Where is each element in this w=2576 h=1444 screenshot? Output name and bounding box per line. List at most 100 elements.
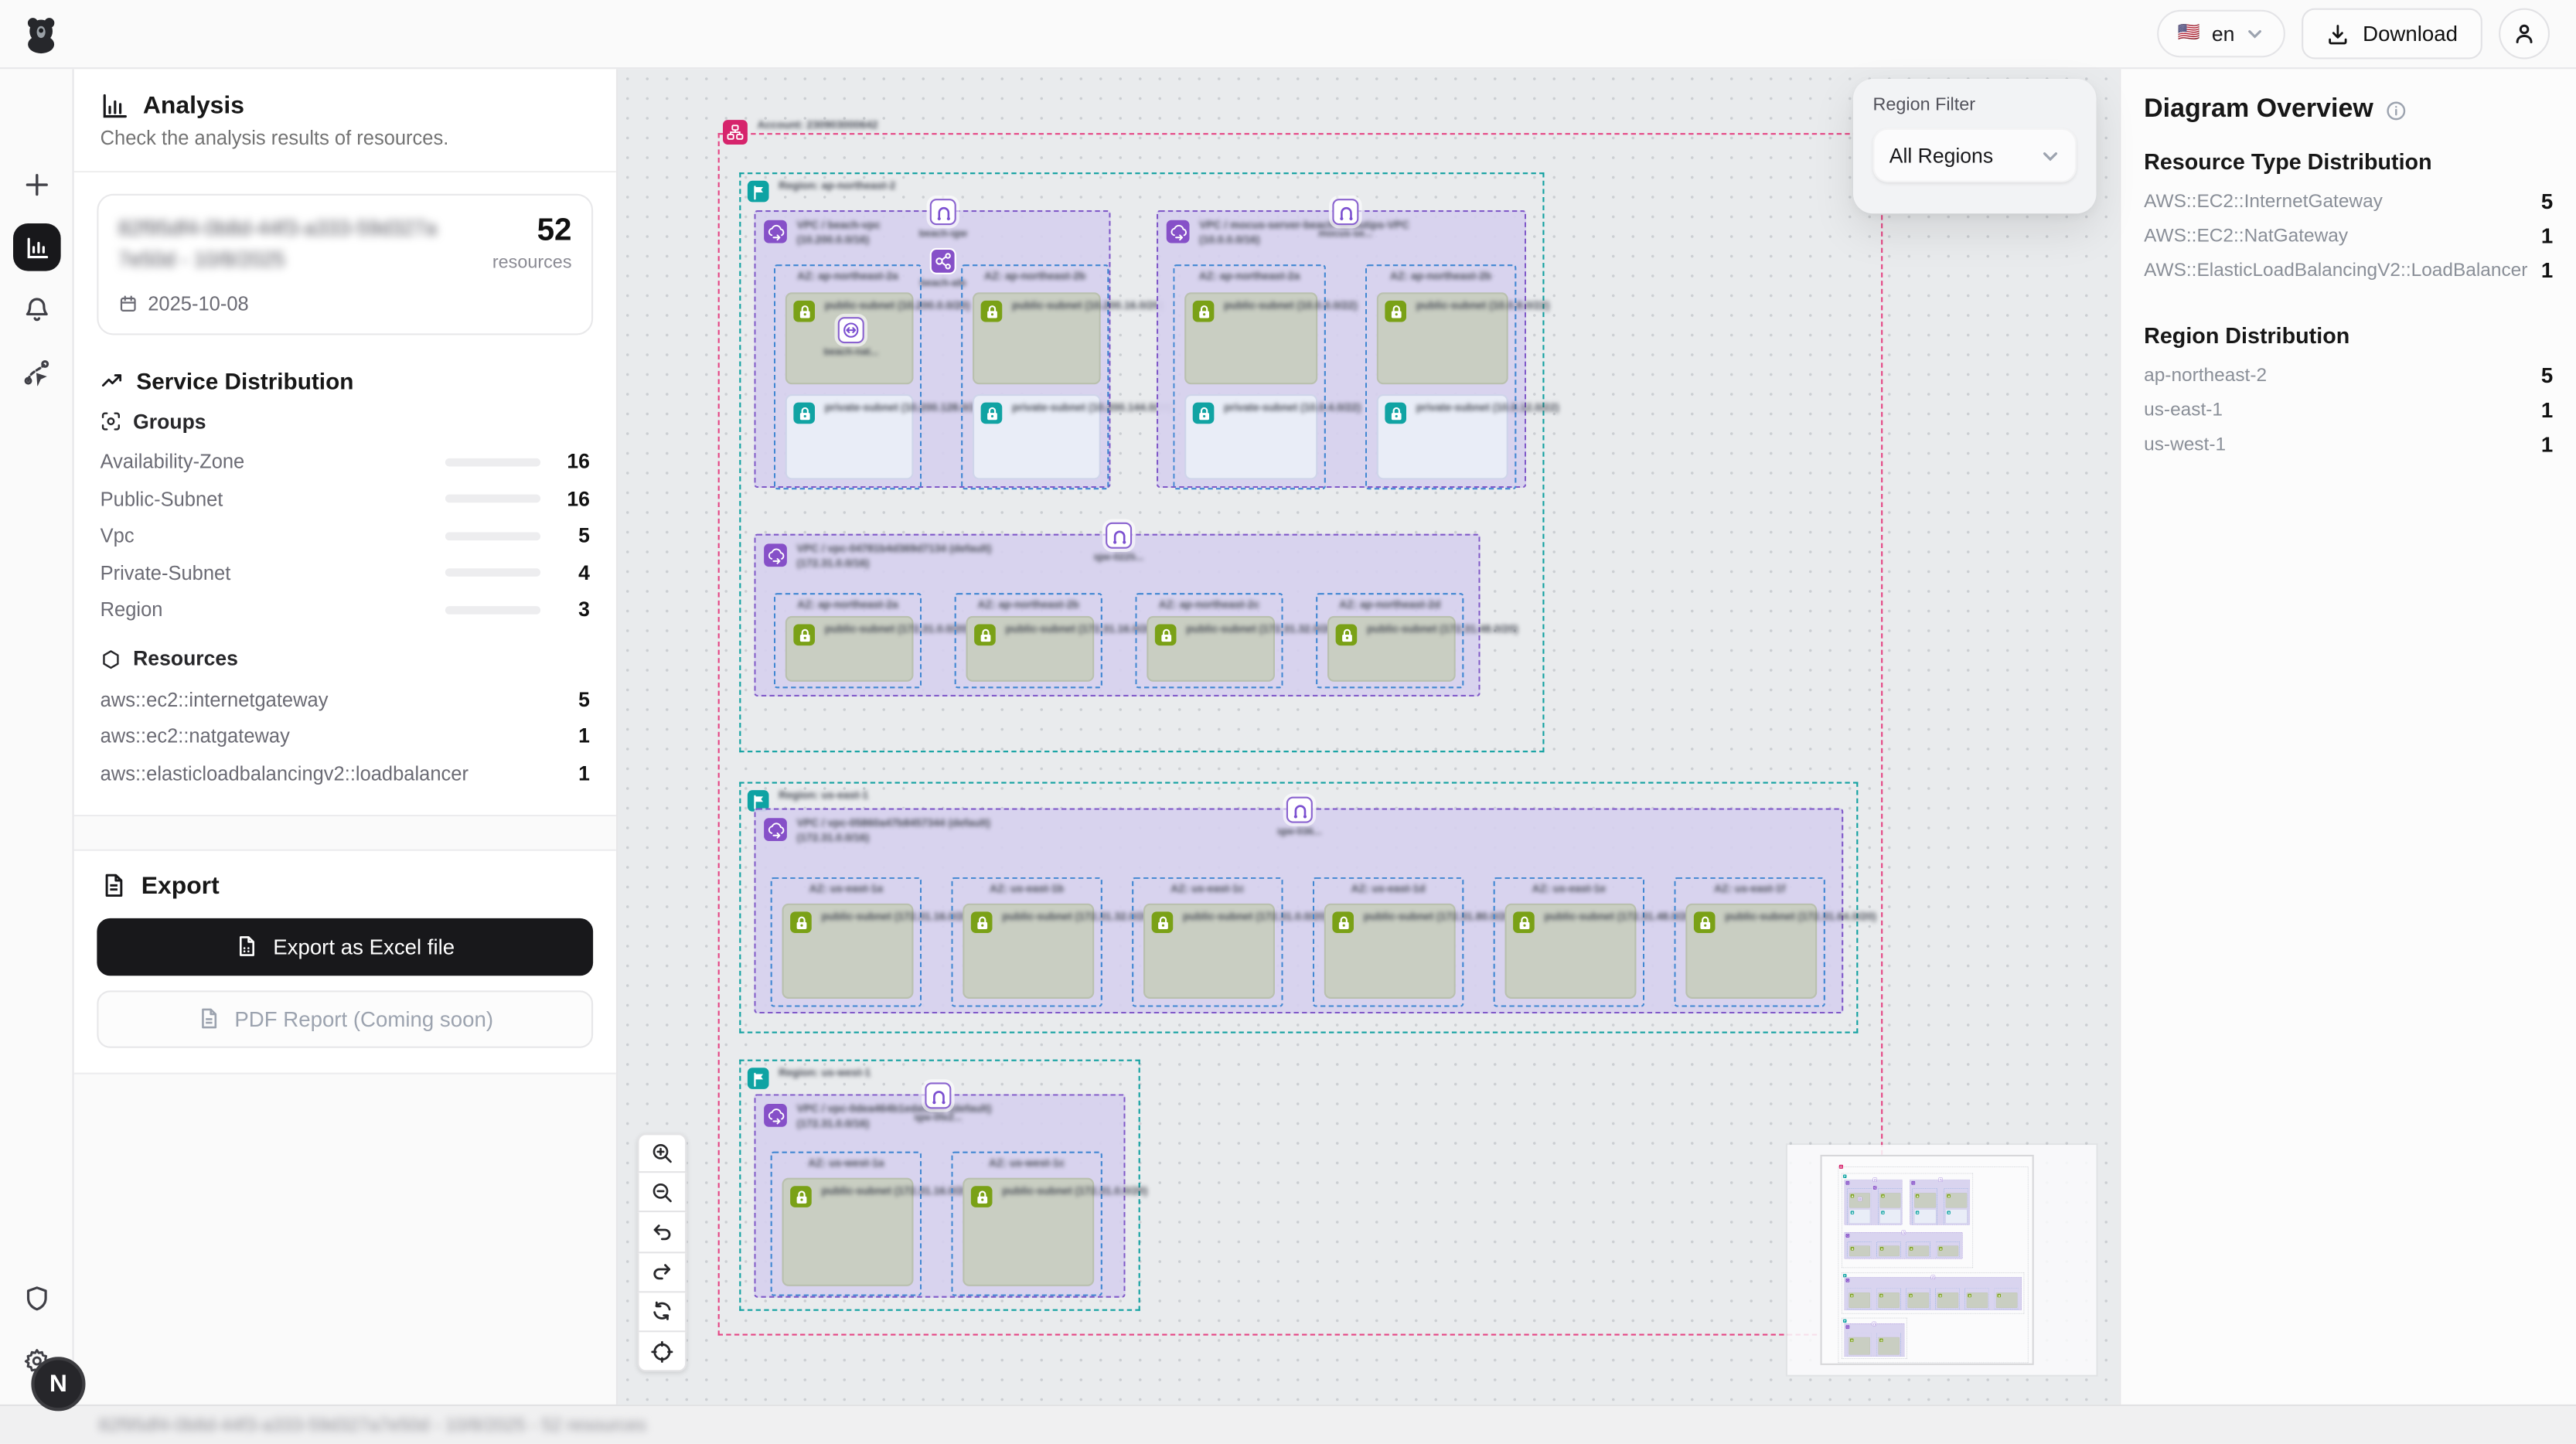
subnet-node-public[interactable]: public-subnet (10.200.16.0/20) bbox=[973, 292, 1164, 385]
subnet-node-private[interactable]: private-subnet (10.200.128.0/20) bbox=[1849, 1209, 1870, 1224]
vpc-node[interactable]: VPC / beach-vpc(10.200.0.0/16)beach-igwb… bbox=[1844, 1177, 1903, 1225]
subnet-node-public[interactable]: public-subnet (172.31.32.0/20) bbox=[1147, 615, 1337, 682]
subnet-node-public[interactable]: public-subnet (172.31.16.0/20) bbox=[966, 615, 1157, 682]
export-excel-button[interactable]: Export as Excel file bbox=[97, 918, 594, 976]
subnet-node-public[interactable]: public-subnet (10.200.16.0/20) bbox=[1879, 1193, 1901, 1208]
user-menu-button[interactable] bbox=[2499, 8, 2550, 60]
notifications-button[interactable] bbox=[0, 296, 74, 324]
subnet-node-public[interactable]: public-subnet (172.31.16.0/20) bbox=[1849, 1292, 1870, 1309]
subnet-node-public[interactable]: public-subnet (172.31.48.0/20) bbox=[1966, 1292, 1988, 1309]
subnet-node-private[interactable]: private-subnet (10.0.4.0/22) bbox=[1184, 394, 1361, 480]
info-icon[interactable] bbox=[2385, 100, 2407, 121]
subnet-node-public[interactable]: public-subnet (10.0.8.0/22) bbox=[1945, 1193, 1968, 1208]
account-boundary[interactable]: Account: 230903000642 bbox=[1838, 1164, 2029, 1364]
subnet-node-public[interactable]: public-subnet (172.31.64.0/20) bbox=[1685, 903, 1876, 999]
add-button[interactable] bbox=[0, 171, 74, 199]
vpc-node[interactable]: VPC / mocus-server-beach-feroutips-VPC(1… bbox=[1910, 1177, 1971, 1225]
region-node[interactable]: Region: ap-northeast-2 bbox=[739, 172, 1545, 753]
security-button[interactable] bbox=[0, 1285, 74, 1313]
routes-button[interactable] bbox=[0, 358, 74, 387]
region-node[interactable]: Region: us-east-1 bbox=[1842, 1272, 2025, 1314]
subnet-node-public[interactable]: public-subnet (172.31.32.0/20) bbox=[963, 903, 1153, 999]
subnet-node-public[interactable]: public-subnet (172.31.0.0/20) bbox=[785, 615, 970, 682]
vpc-node[interactable]: VPC / vpc-0dea464b1eda5acc (default)(172… bbox=[1844, 1321, 1905, 1357]
zoom-out-button[interactable] bbox=[637, 1173, 687, 1214]
subnet-node-public[interactable]: public-subnet (172.31.16.0/20) bbox=[782, 1177, 973, 1286]
analysis-record-card[interactable]: 82f95df4-0b8d-44f3-a333-59d327a7e50d - 1… bbox=[97, 193, 594, 335]
subnet-node-public[interactable]: public-subnet (172.31.80.0/20) bbox=[1324, 903, 1515, 999]
vpc-node[interactable]: VPC / vpc-04781b4d369d7134 (default)(172… bbox=[1844, 1230, 1963, 1259]
subnet-node-public[interactable]: public-subnet (172.31.0.0/20) bbox=[963, 1177, 1147, 1286]
bear-logo[interactable] bbox=[22, 14, 61, 53]
igw-node[interactable] bbox=[1901, 1230, 1906, 1235]
download-button[interactable]: Download bbox=[2302, 8, 2482, 60]
subnet-node-private[interactable]: private-subnet (10.0.4.0/22) bbox=[1914, 1209, 1937, 1224]
subnet-node-public[interactable]: public-subnet (10.0.8.0/22) bbox=[1376, 292, 1549, 385]
subnet-node-private[interactable]: private-subnet (10.0.12.0/22) bbox=[1945, 1209, 1968, 1224]
igw-node[interactable] bbox=[1872, 1321, 1876, 1327]
elb-node[interactable] bbox=[929, 247, 956, 274]
subnet-node-private[interactable]: private-subnet (10.0.12.0/22) bbox=[1376, 394, 1559, 480]
subnet-node-public[interactable]: public-subnet (172.31.0.0/20) bbox=[1907, 1292, 1930, 1309]
igw-node[interactable] bbox=[1106, 522, 1133, 549]
zoom-in-button[interactable] bbox=[637, 1133, 687, 1173]
region-node[interactable]: Region: us-east-1 bbox=[739, 782, 1859, 1034]
profile-avatar[interactable]: N bbox=[31, 1357, 86, 1412]
nat-node[interactable] bbox=[1858, 1197, 1862, 1201]
igw-node[interactable] bbox=[925, 1082, 952, 1109]
vpc-node[interactable]: VPC / mocus-server-beach-feroutips-VPC(1… bbox=[1157, 199, 1559, 490]
subnet-node-public[interactable]: public-subnet (172.31.32.0/20) bbox=[1908, 1245, 1930, 1257]
language-selector[interactable]: 🇺🇸 en bbox=[2156, 9, 2286, 58]
igw-node[interactable] bbox=[1286, 796, 1313, 823]
refresh-button[interactable] bbox=[637, 1292, 687, 1333]
elb-node[interactable] bbox=[1872, 1185, 1877, 1190]
subnet-node-public[interactable]: public-subnet (10.0.0.0/22) bbox=[1914, 1193, 1937, 1208]
igw-node[interactable] bbox=[1938, 1177, 1943, 1182]
export-pdf-button[interactable]: PDF Report (Coming soon) bbox=[97, 989, 594, 1048]
subnet-node-public[interactable]: public-subnet (172.31.48.0/20) bbox=[1937, 1245, 1959, 1257]
subnet-node-public[interactable]: public-subnet (172.31.32.0/20) bbox=[1878, 1292, 1900, 1309]
vpc-node[interactable]: VPC / vpc-05860a47b8457344 (default)(172… bbox=[1844, 1275, 2022, 1311]
subnet-node-private[interactable]: private-subnet (10.200.144.0/20) bbox=[1879, 1209, 1901, 1224]
subnet-node-public[interactable]: public-subnet (172.31.16.0/20) bbox=[1879, 1245, 1900, 1257]
subnet-node-public[interactable]: public-subnet (172.31.16.0/20) bbox=[782, 903, 973, 999]
diagram-canvas[interactable]: Account: 230903000642 Region: ap-northeas… bbox=[618, 69, 2120, 1405]
subnet-node-public[interactable]: public-subnet (10.200.0.0/20)beach-nat..… bbox=[1849, 1193, 1870, 1208]
region-node[interactable]: Region: us-west-1 bbox=[739, 1059, 1140, 1311]
fit-view-button[interactable] bbox=[637, 1332, 687, 1372]
region-filter-select[interactable]: All Regions bbox=[1872, 128, 2077, 182]
vpc-node[interactable]: VPC / vpc-05860a47b8457344 (default)(172… bbox=[754, 796, 1876, 1014]
igw-node[interactable] bbox=[1930, 1275, 1936, 1279]
subnet-node-public[interactable]: public-subnet (10.0.0.0/22) bbox=[1184, 292, 1358, 385]
subnet-node-public[interactable]: public-subnet (10.200.0.0/20)beach-nat..… bbox=[785, 292, 970, 385]
subnet-node-public[interactable]: public-subnet (172.31.80.0/20) bbox=[1937, 1292, 1959, 1309]
